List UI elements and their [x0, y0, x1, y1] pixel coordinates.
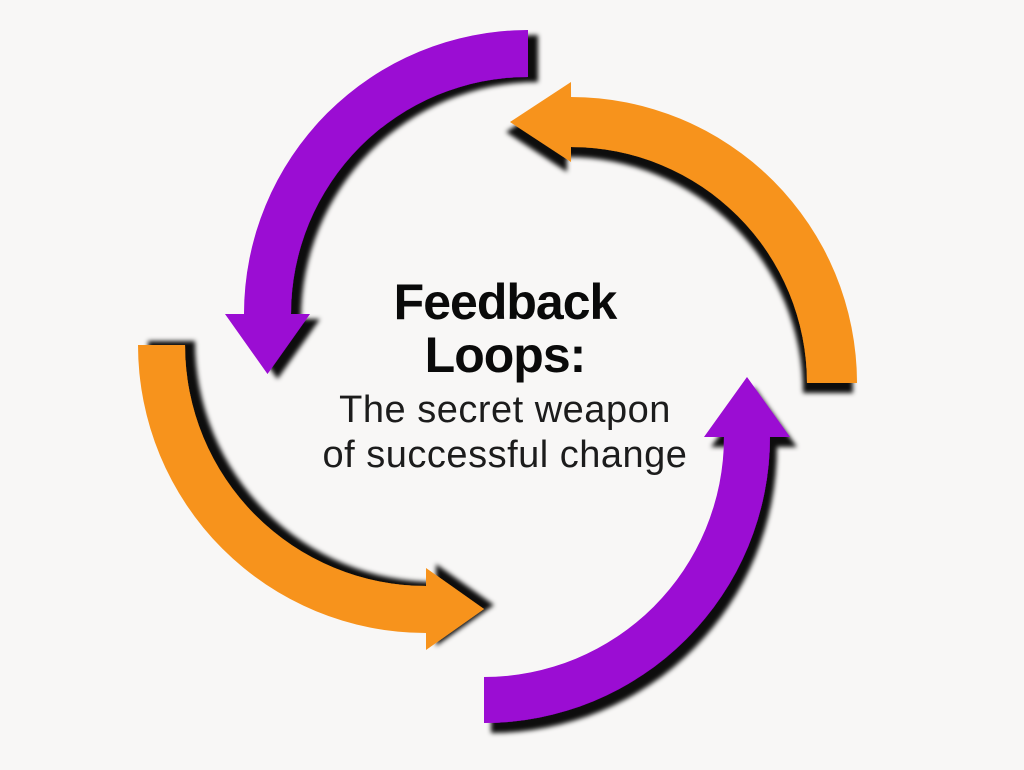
center-text-block: Feedback Loops: The secret weapon of suc… — [250, 276, 760, 478]
title-line-1: Feedback — [393, 274, 618, 330]
purple-arrow-bottom-right-icon — [484, 377, 790, 723]
orange-arrow-bottom-left-icon — [138, 345, 484, 650]
subtitle-line-2: of successful change — [322, 434, 688, 476]
orange-arrow-top-right-icon — [510, 82, 857, 383]
purple-arrow-top-left-icon — [225, 30, 528, 374]
subtitle-line-1: The secret weapon — [339, 389, 671, 431]
title-line-2: Loops: — [424, 327, 587, 383]
subtitle-block: The secret weapon of successful change — [250, 388, 760, 478]
